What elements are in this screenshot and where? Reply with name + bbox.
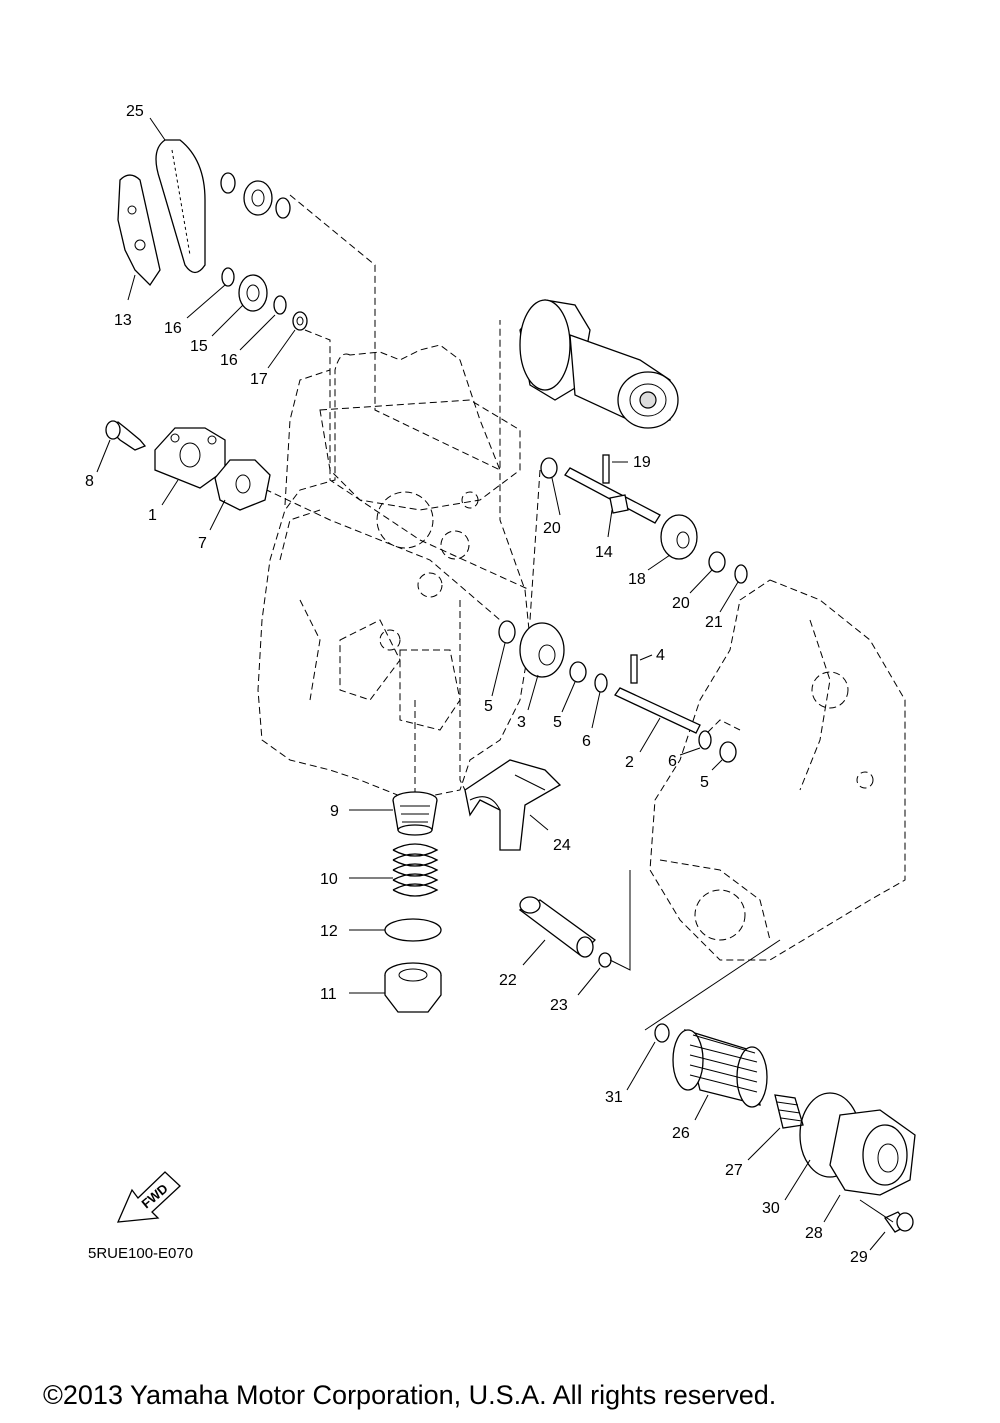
label-28: 28	[805, 1225, 823, 1242]
label-8: 8	[85, 473, 94, 490]
right-crankcase	[649, 579, 906, 961]
label-6a: 6	[582, 733, 591, 750]
chain-guide	[117, 174, 161, 287]
label-7: 7	[198, 535, 207, 552]
label-5c: 5	[700, 774, 709, 791]
label-6b: 6	[668, 753, 677, 770]
pump-shaft-lower	[498, 620, 737, 763]
label-10: 10	[320, 871, 338, 888]
label-13: 13	[114, 312, 132, 329]
label-11: 11	[320, 986, 337, 1003]
label-leaders	[96, 117, 886, 1251]
label-24: 24	[553, 837, 571, 854]
label-30: 30	[762, 1200, 780, 1217]
label-16a: 16	[164, 320, 182, 337]
label-3: 3	[517, 714, 526, 731]
label-16b: 16	[220, 352, 238, 369]
pump-shaft-upper	[540, 454, 748, 584]
relief-valve	[518, 896, 612, 968]
label-20a: 20	[543, 520, 561, 537]
left-crankcase	[257, 344, 531, 801]
label-27: 27	[725, 1162, 743, 1179]
balancer-gear	[519, 299, 679, 429]
label-14: 14	[595, 544, 613, 561]
label-12: 12	[320, 923, 338, 940]
diagram-code: 5RUE100-E070	[88, 1245, 193, 1262]
label-25: 25	[126, 103, 144, 120]
alignment-lines	[234, 194, 781, 1031]
label-23: 23	[550, 997, 568, 1014]
label-18: 18	[628, 571, 646, 588]
cam-chain	[155, 139, 206, 274]
label-9: 9	[330, 803, 339, 820]
fwd-arrow-icon: FWD	[116, 1171, 181, 1223]
baffle-plate	[464, 759, 562, 851]
label-22: 22	[499, 972, 517, 989]
label-2: 2	[625, 754, 634, 771]
label-5a: 5	[484, 698, 493, 715]
label-29: 29	[850, 1249, 868, 1266]
drain-assembly	[384, 791, 442, 1013]
label-20b: 20	[672, 595, 690, 612]
label-19: 19	[633, 454, 651, 471]
label-31: 31	[605, 1089, 623, 1106]
label-4: 4	[656, 647, 665, 664]
label-5b: 5	[553, 714, 562, 731]
copyright-notice: ©2013 Yamaha Motor Corporation, U.S.A. A…	[43, 1380, 776, 1410]
label-21: 21	[705, 614, 723, 631]
oil-filter-assembly	[654, 1023, 916, 1233]
oil-pump	[105, 420, 271, 511]
label-1: 1	[148, 507, 157, 524]
part-labels: 25 13 16 15 16 17 8 1 7 19 20 14 18 20 2…	[85, 103, 868, 1266]
label-26: 26	[672, 1125, 690, 1142]
top-sprockets	[220, 172, 308, 331]
label-17: 17	[250, 371, 268, 388]
label-15: 15	[190, 338, 208, 355]
